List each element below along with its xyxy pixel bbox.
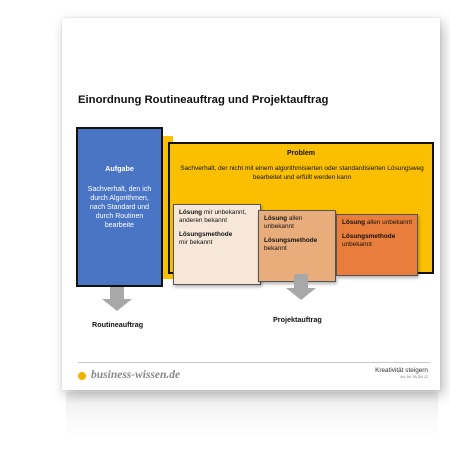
label-projektauftrag: Projektauftrag — [273, 315, 322, 324]
solution-2-methode-label: Lösungsmethode — [264, 237, 318, 244]
solution-1-loesung-label: Lösung — [179, 209, 203, 216]
label-routineauftrag: Routineauftrag — [92, 320, 144, 329]
footer-article-number: Art.-Nr. 95-DN 12 — [400, 375, 428, 379]
solution-box-1: Lösung mir unbekannt, anderen bekannt Lö… — [173, 204, 261, 285]
solution-box-2: Lösung allen unbekannt Lösungsmethode be… — [258, 210, 336, 282]
solution-box-3: Lösung allen unbekannt Lösungsmethode un… — [336, 214, 418, 276]
arrow-down-projekt-icon — [286, 274, 316, 300]
solution-2-methode-text: bekannt — [264, 245, 287, 252]
brand-logo: business-wissen.de — [91, 369, 181, 381]
page-reflection — [66, 392, 438, 438]
problem-box: Problem Sachverhalt, der nicht mit einem… — [168, 142, 434, 285]
aufgabe-title: Aufgabe — [105, 164, 134, 173]
footer-doc-title: Kreativität steigern — [375, 367, 428, 374]
solution-1-methode-text: mir bekannt — [179, 239, 213, 246]
problem-description: Sachverhalt, der nicht mit einem algorit… — [180, 165, 424, 181]
aufgabe-description: Sachverhalt, den ich durch Algorithmen, … — [87, 186, 152, 229]
document-page: Einordnung Routineauftrag und Projektauf… — [62, 18, 440, 390]
arrow-down-routine-icon — [102, 287, 132, 311]
solution-3-loesung-text: allen unbekannt — [366, 219, 412, 226]
solution-2-loesung-label: Lösung — [264, 215, 288, 222]
brand-dot-icon — [78, 372, 86, 380]
page-title: Einordnung Routineauftrag und Projektauf… — [78, 94, 329, 106]
solution-2-loesung-text: allen unbekannt — [264, 215, 303, 230]
solution-3-methode-text: unbekannt — [342, 241, 372, 248]
solution-3-methode-label: Lösungsmethode — [342, 233, 396, 240]
solution-3-loesung-label: Lösung — [342, 219, 366, 226]
solution-1-methode-label: Lösungsmethode — [179, 231, 233, 238]
solution-1-loesung-text: mir unbekannt, anderen bekannt — [179, 209, 247, 224]
footer-divider — [78, 362, 430, 363]
problem-title: Problem — [286, 150, 315, 157]
aufgabe-box: Aufgabe Sachverhalt, den ich durch Algor… — [76, 127, 163, 287]
